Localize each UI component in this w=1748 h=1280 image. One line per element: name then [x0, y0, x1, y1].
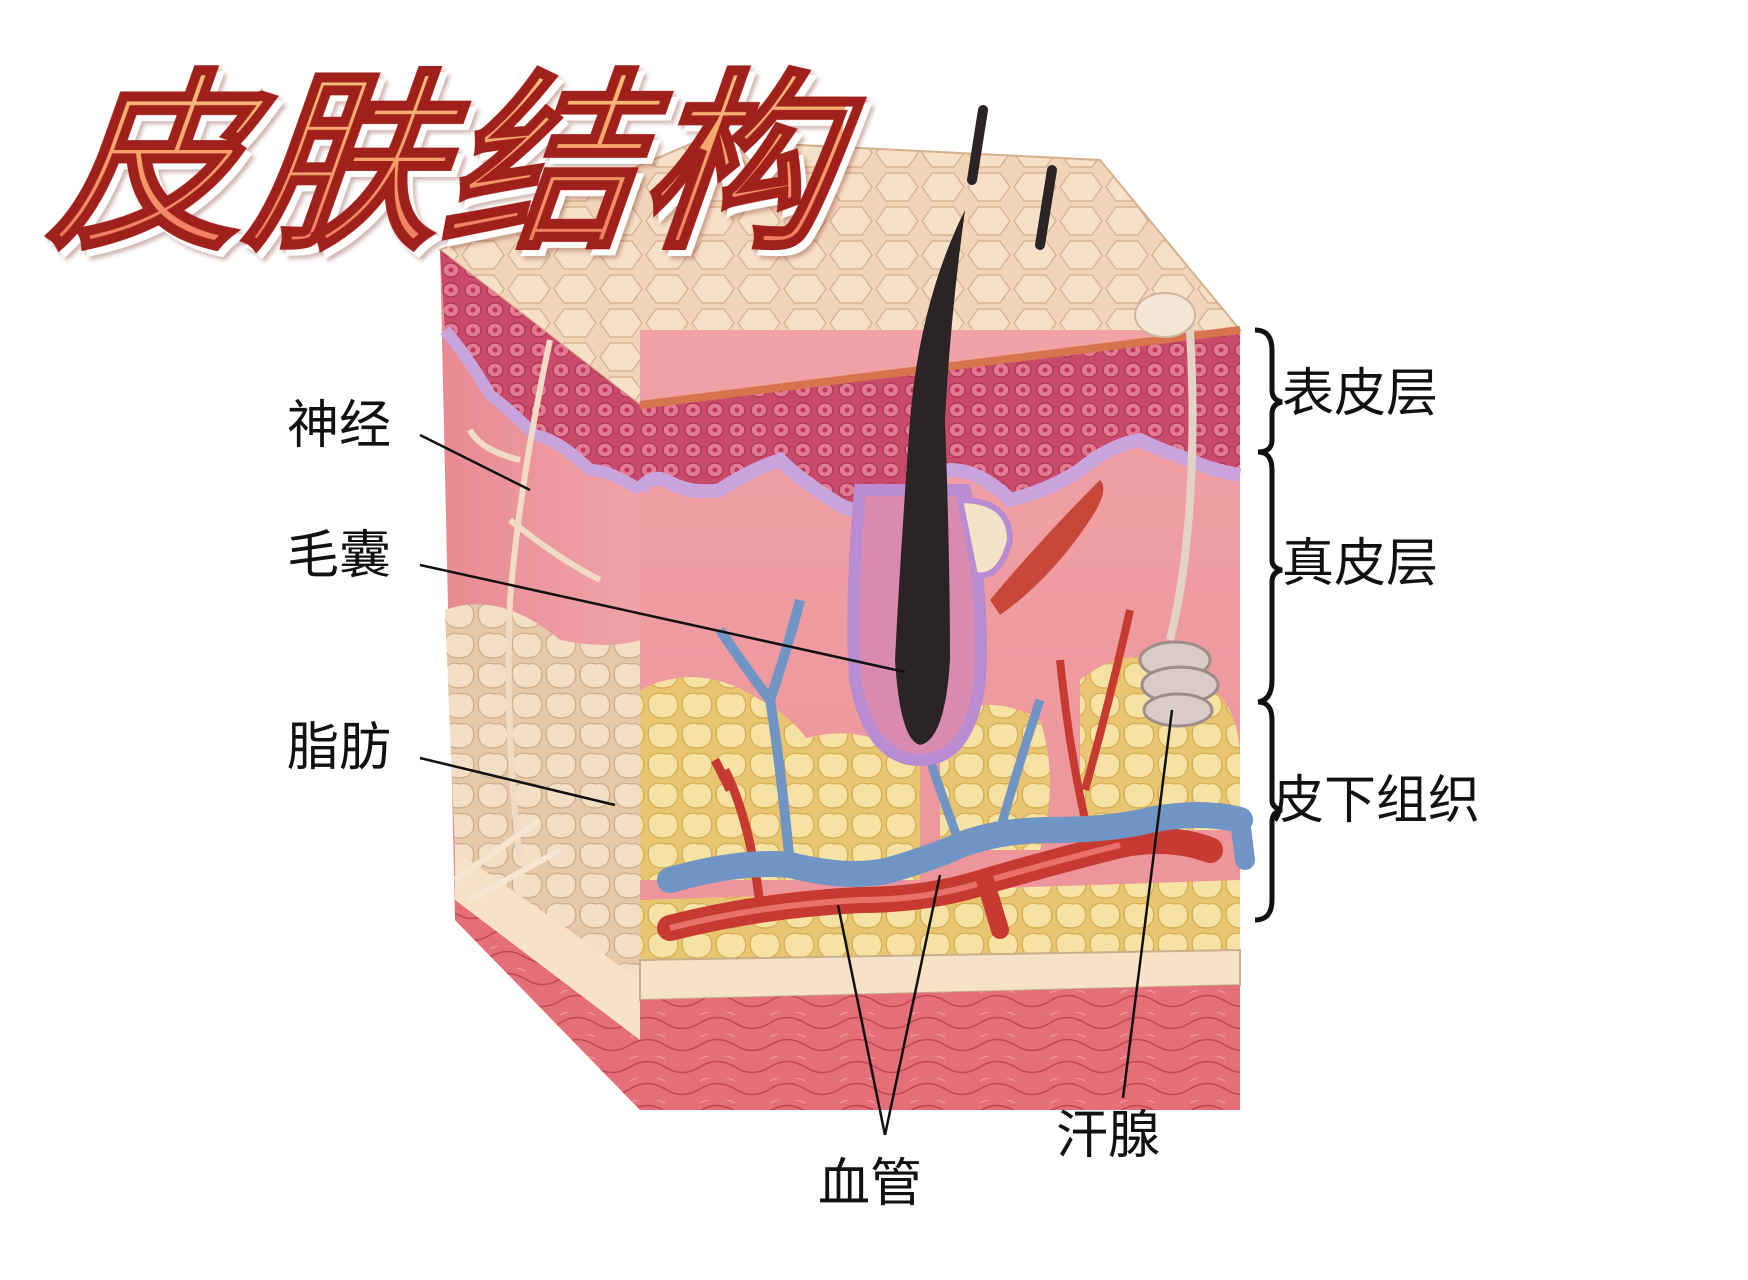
- diagram-title: 皮肤结构: [41, 52, 852, 277]
- label-fat: 脂肪: [287, 718, 392, 778]
- leader-lines: [419, 433, 1174, 1136]
- label-sweat-gland: 汗腺: [1056, 1106, 1161, 1166]
- sweat-gland-coil: [1138, 640, 1220, 728]
- hair-shaft: [895, 210, 965, 745]
- label-nerve: 神经: [287, 396, 392, 456]
- layer-braces: [1254, 327, 1283, 923]
- label-hair-follicle: 毛囊: [287, 526, 392, 586]
- label-blood-vessels: 血管: [818, 1154, 923, 1214]
- nerve-fiber: [467, 339, 602, 861]
- label-epidermis: 表皮层: [1282, 364, 1439, 424]
- label-subcutaneous: 皮下组织: [1272, 771, 1481, 831]
- label-dermis: 真皮层: [1282, 534, 1439, 594]
